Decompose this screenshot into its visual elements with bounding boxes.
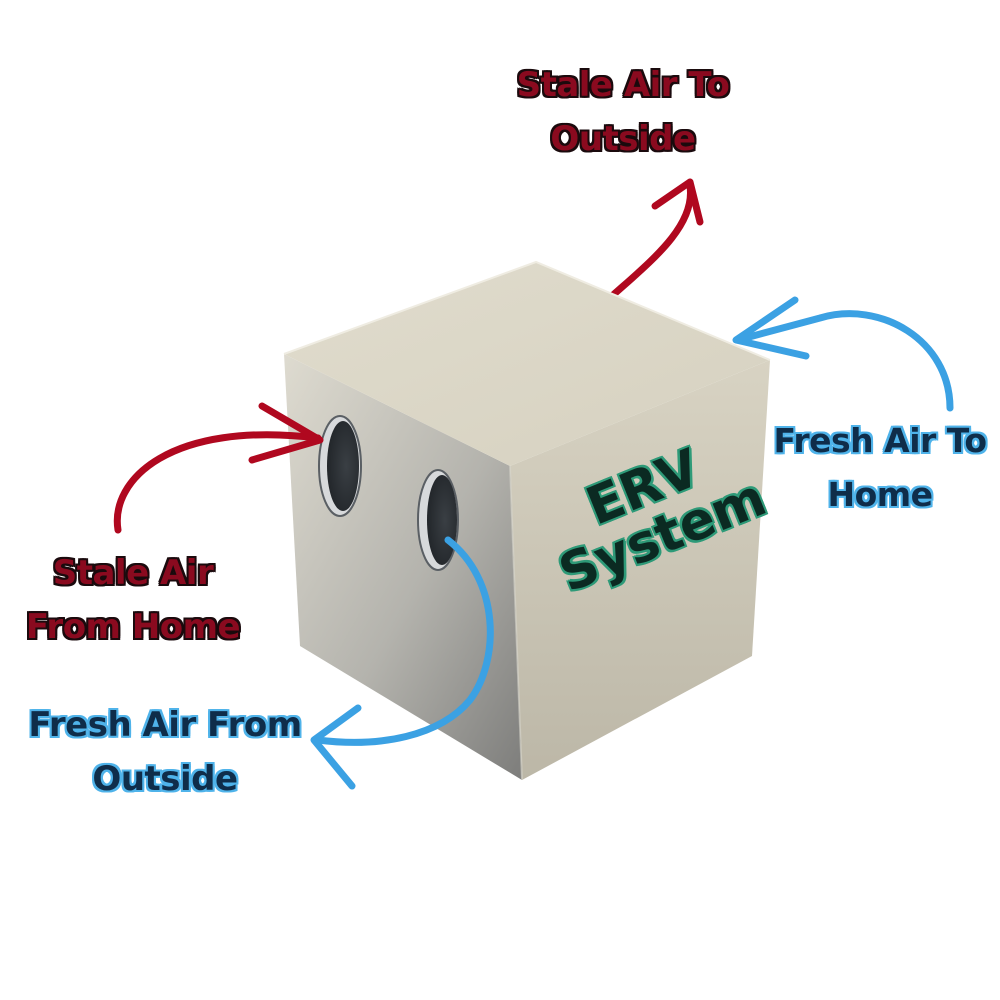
box-top-face xyxy=(284,262,770,466)
fresh-air-from-outside-line1: Fresh Air From xyxy=(28,705,302,745)
stale-air-from-home-label: Stale Air From Home xyxy=(8,546,258,654)
fresh-air-out-arrow xyxy=(310,536,494,790)
stale-air-to-outside-line1: Stale Air To xyxy=(516,65,730,105)
stale-air-from-home-line1: Stale Air xyxy=(52,553,214,593)
stale-air-out-arrow xyxy=(608,178,704,300)
box-right-face xyxy=(510,360,770,780)
air-port-fresh-icon xyxy=(417,469,459,571)
fresh-air-from-outside-line2: Outside xyxy=(92,759,238,799)
stale-air-from-home-line2: From Home xyxy=(25,607,241,647)
stale-air-to-outside-label: Stale Air To Outside xyxy=(478,58,768,166)
stale-air-in-arrow xyxy=(113,402,324,534)
stale-air-to-outside-line2: Outside xyxy=(550,119,696,159)
fresh-air-in-arrow xyxy=(732,296,954,412)
fresh-air-to-home-line2: Home xyxy=(827,475,933,514)
fresh-air-from-outside-label: Fresh Air From Outside xyxy=(10,698,320,806)
fresh-air-to-home-line1: Fresh Air To xyxy=(773,421,987,460)
air-port-stale-icon xyxy=(318,415,362,517)
fresh-air-to-home-label: Fresh Air To Home xyxy=(760,414,1000,522)
